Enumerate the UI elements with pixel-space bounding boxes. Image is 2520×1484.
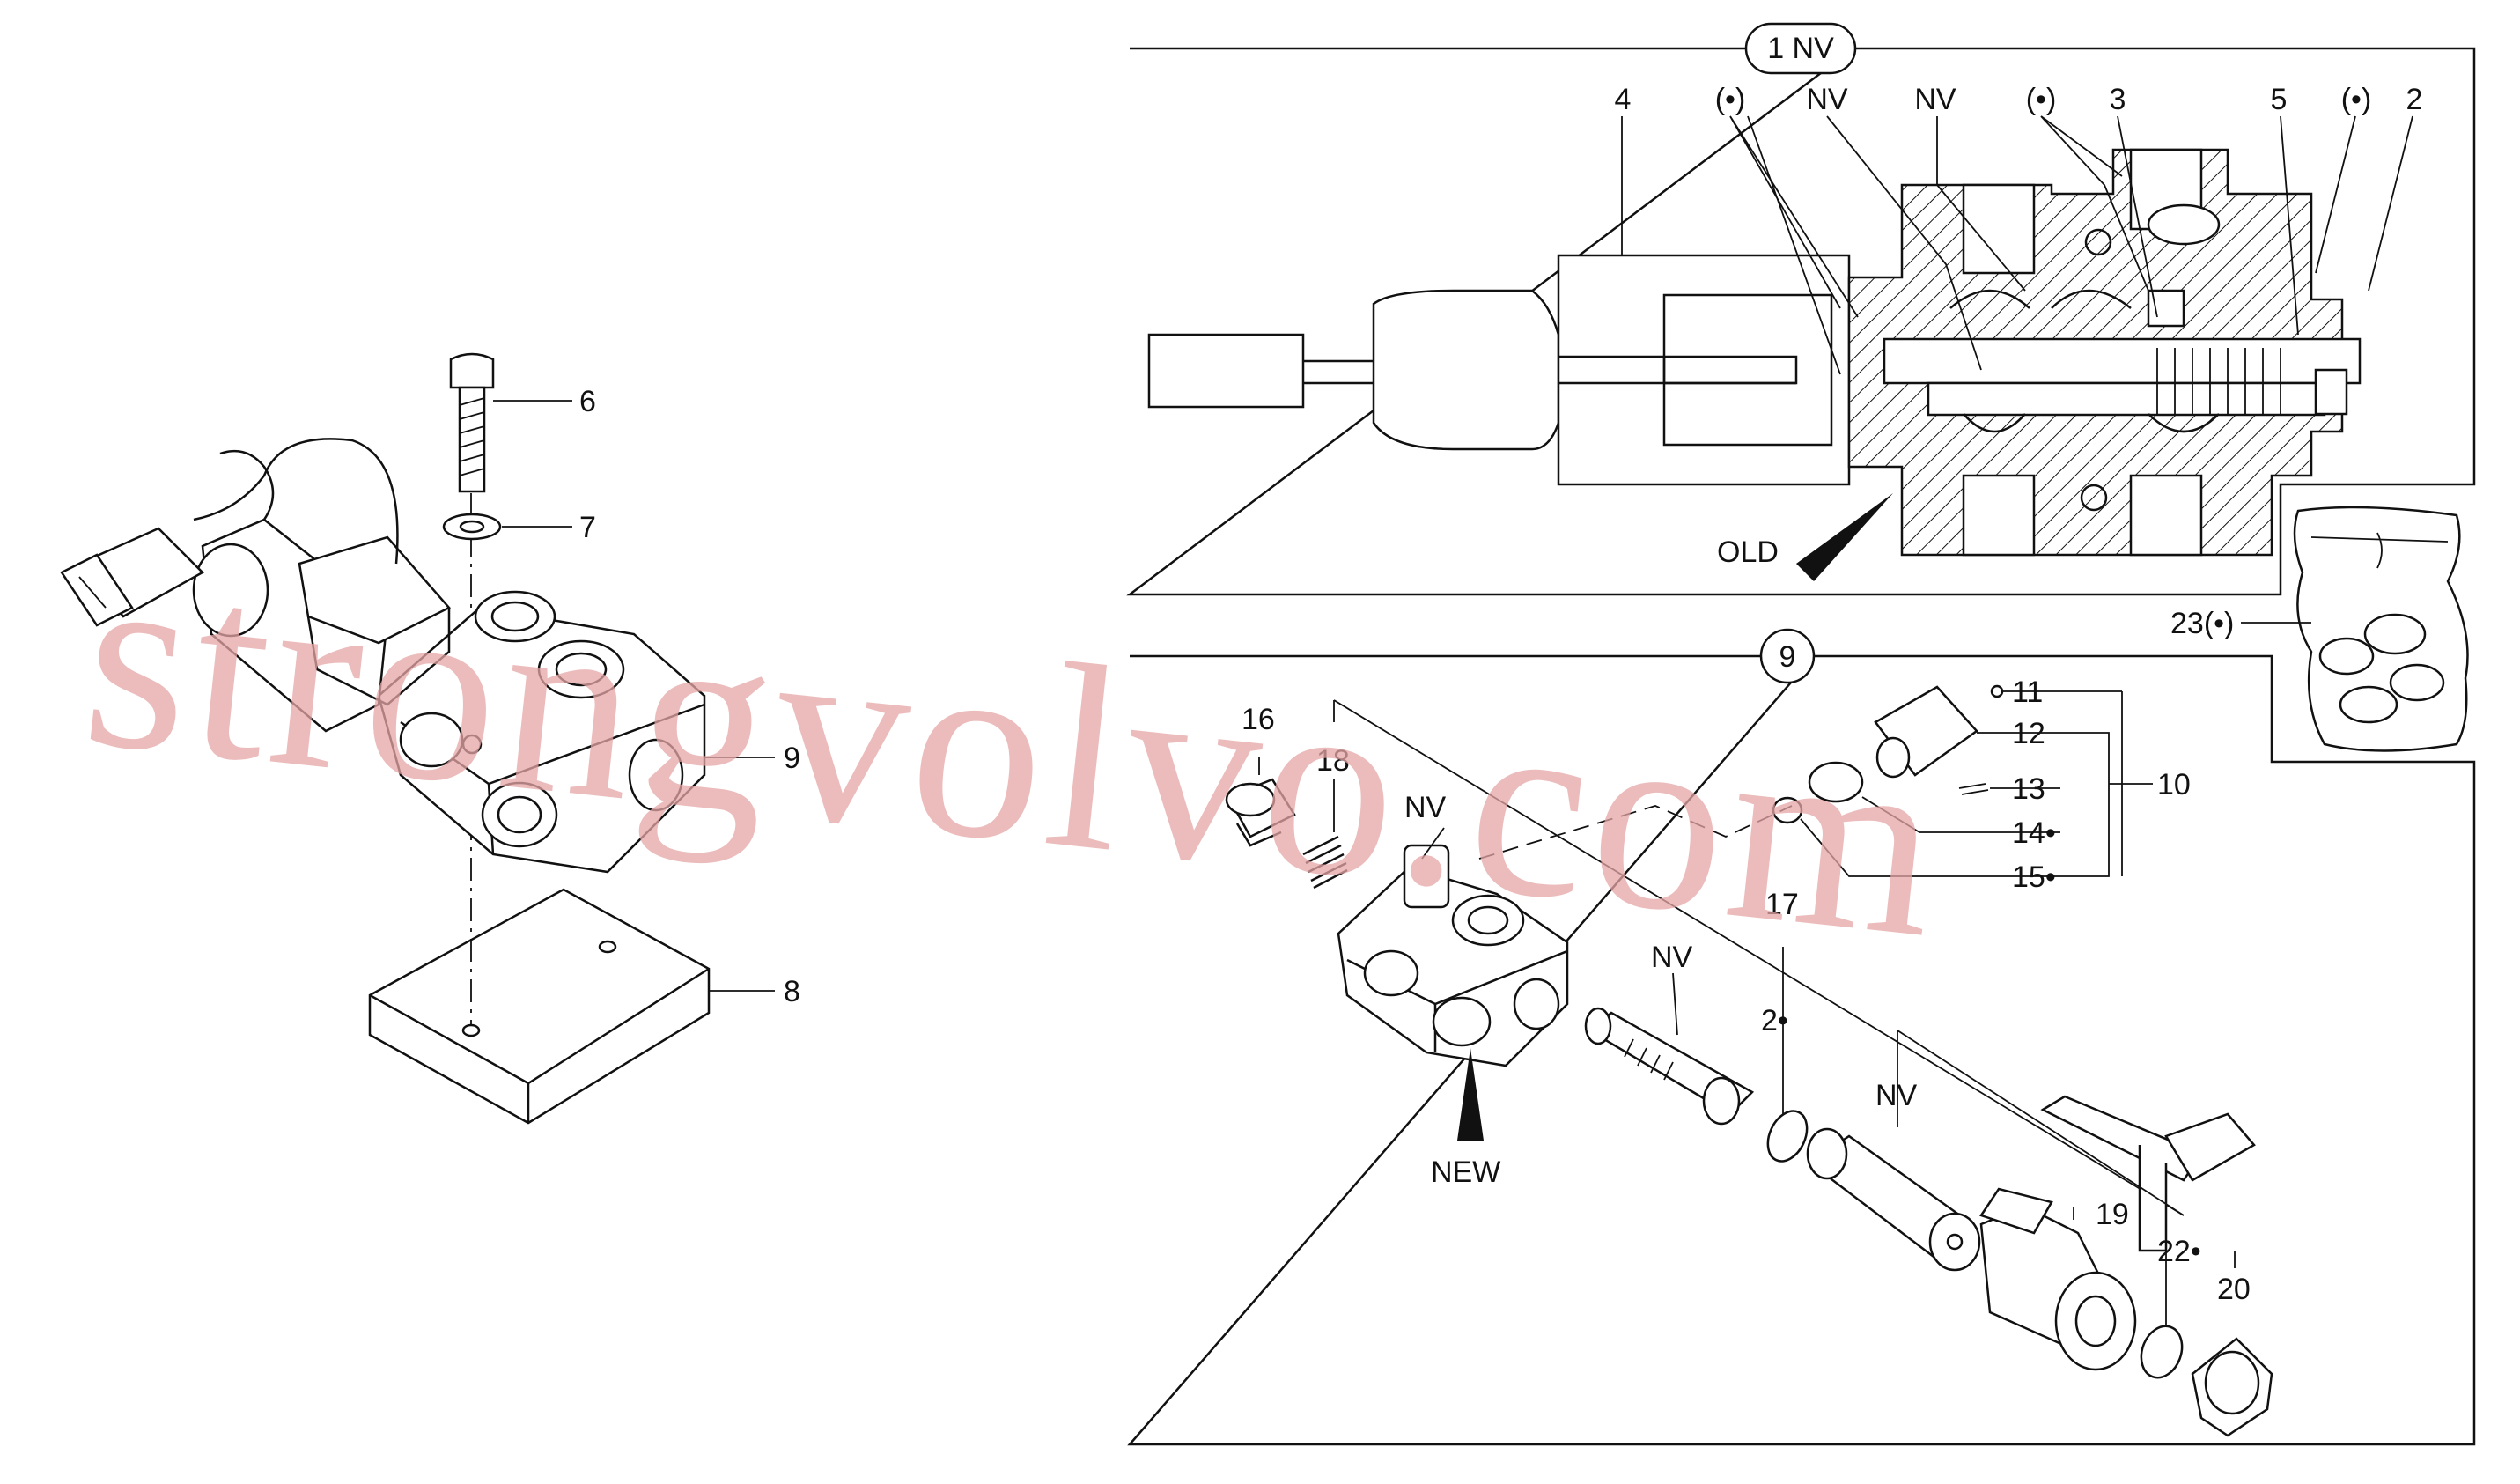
valve-body (377, 590, 706, 874)
label-valve: 9 (784, 742, 800, 775)
left-assembly-view: 6 7 9 8 (60, 352, 800, 1125)
watermark: strongvolvo.com (73, 507, 1956, 993)
label-section-b: (•) (1715, 83, 1746, 116)
label-section-nv1: NV (1806, 83, 1848, 116)
label-ex-11: 11 (2012, 676, 2043, 709)
section-valve-body (1847, 148, 2362, 557)
label-bolt: 6 (579, 385, 596, 418)
spring-18 (1302, 835, 1348, 890)
exploded-view-panel: 9 (1127, 628, 2476, 1446)
screw-plug-12 (1874, 685, 1978, 779)
solenoid (192, 449, 452, 733)
label-ex-nv3: NV (1875, 1079, 1918, 1112)
label-ex-16: 16 (1242, 703, 1275, 736)
seal-kit-bag: 23(•) (2170, 506, 2469, 752)
label-ex-nv2: NV (1651, 941, 1693, 974)
label-ex-12: 12 (2012, 717, 2045, 750)
label-old: OLD (1717, 535, 1779, 569)
label-section-h: (•) (2341, 83, 2372, 116)
label-section-e: (•) (2026, 83, 2057, 116)
pin-13 (1958, 783, 1989, 795)
cable-connector (60, 438, 399, 627)
spool (1584, 1007, 1755, 1126)
label-ex-nv1: NV (1404, 791, 1447, 824)
label-ex-22: 22• (2157, 1235, 2201, 1268)
exploded-title: 9 (1779, 640, 1796, 674)
cartridge (1806, 1127, 1981, 1272)
label-ex-13: 13 (2012, 772, 2045, 806)
label-ex-new: NEW (1431, 1155, 1500, 1189)
o-ring-2 (1766, 1110, 1809, 1163)
label-ex-18: 18 (1316, 744, 1350, 778)
section-view-panel: 1 NV O (1126, 22, 2476, 596)
label-plate: 8 (784, 975, 800, 1008)
label-section-4: 4 (1615, 83, 1632, 116)
exploded-title-badge (1759, 628, 1816, 684)
coil-19 (1979, 1187, 2137, 1371)
label-ex-17: 17 (1765, 888, 1799, 921)
o-ring-14 (1808, 761, 1864, 803)
label-section-3: 3 (2110, 83, 2126, 116)
label-ex-20: 20 (2217, 1273, 2251, 1306)
section-title: 1 NV (1767, 32, 1834, 65)
label-section-5: 5 (2271, 83, 2288, 116)
label-ex-14: 14• (2012, 816, 2056, 850)
nut (2191, 1337, 2273, 1437)
mounting-plate (368, 888, 711, 1125)
section-title-badge (1744, 22, 1857, 75)
washer (442, 513, 502, 541)
o-ring-15 (1772, 796, 1803, 824)
label-section-2: 2 (2406, 83, 2423, 116)
old-arrow (1796, 493, 1893, 581)
label-washer: 7 (579, 511, 596, 544)
label-ex-2: 2• (1761, 1004, 1788, 1037)
exploded-valve-body (1337, 844, 1569, 1141)
section-solenoid (1147, 254, 1851, 486)
label-ex-15: 15• (2012, 860, 2056, 894)
ball-11 (1990, 684, 2004, 698)
label-section-nv2: NV (1914, 83, 1956, 116)
bolt (449, 352, 495, 493)
o-ring-22 (2140, 1325, 2184, 1379)
plug-16 (1225, 778, 1296, 847)
connector-20 (2040, 1095, 2256, 1252)
label-ex-19: 19 (2096, 1198, 2129, 1231)
label-ex-10: 10 (2157, 768, 2191, 801)
label-kit: 23(•) (2170, 607, 2234, 640)
